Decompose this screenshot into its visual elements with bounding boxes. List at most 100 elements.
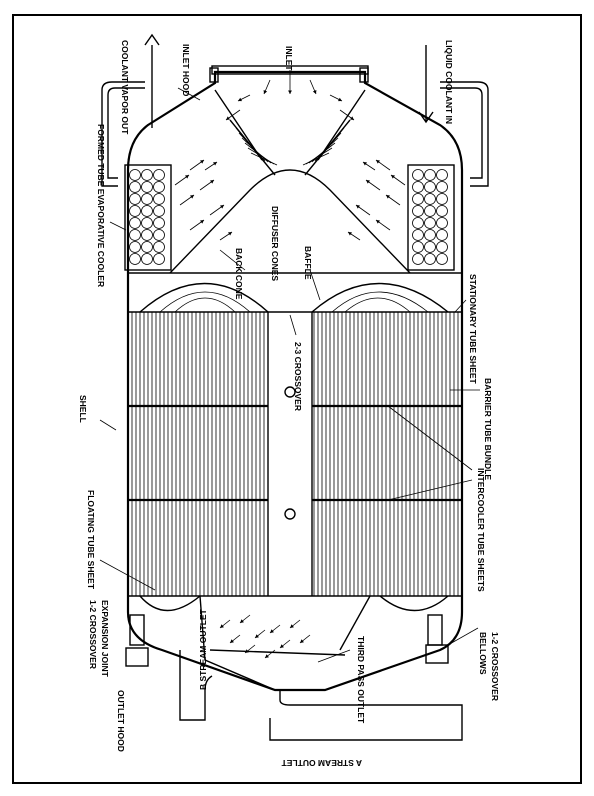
label-floating-tube-sheet: FLOATING TUBE SHEET — [86, 490, 96, 590]
svg-text:LIQUID COOLANT IN: LIQUID COOLANT IN — [444, 40, 454, 124]
cooler-tube-circle — [153, 253, 165, 265]
flow-arrow-head — [265, 654, 269, 658]
cooler-tube-circle — [141, 217, 153, 229]
flow-arrow-head — [228, 232, 232, 236]
svg-text:BACK CONE: BACK CONE — [234, 248, 244, 300]
outlet-hood — [125, 595, 463, 741]
leader-lines — [99, 87, 480, 663]
flow-arrow-head — [356, 205, 360, 209]
svg-text:1-2 CROSSOVER: 1-2 CROSSOVER — [88, 600, 98, 669]
flow-arrow-head — [226, 116, 230, 120]
flow-arrow-head — [288, 90, 292, 94]
flow-arrow-head — [366, 180, 370, 184]
cooler-tube-circle — [129, 253, 141, 265]
flow-arrow-head — [300, 639, 304, 643]
flow-arrow-head — [200, 220, 204, 224]
cooler-tube-circle — [424, 241, 436, 253]
evaporative-cooler-right — [407, 164, 455, 271]
label-liquid-coolant-in: LIQUID COOLANT IN — [444, 40, 454, 124]
svg-text:BELLOWS: BELLOWS — [478, 632, 488, 675]
cooler-tube-circle — [412, 229, 424, 241]
cooler-tube-circle — [153, 241, 165, 253]
cooler-tube-circle — [436, 193, 448, 205]
flow-arrow-head — [255, 634, 259, 638]
svg-text:FLOATING TUBE SHEET: FLOATING TUBE SHEET — [86, 490, 96, 590]
label-back-cone: BACK CONE — [234, 248, 244, 300]
cooler-tube-circle — [424, 217, 436, 229]
flow-arrow-head — [270, 629, 274, 633]
flow-arrow-head — [213, 162, 217, 166]
diffuser-hatch-line — [250, 152, 278, 166]
diffuser-hatch-line — [302, 152, 330, 166]
cooler-tube-circle — [153, 217, 165, 229]
svg-text:EXPANSION JOINT: EXPANSION JOINT — [100, 600, 110, 678]
flow-arrow-head — [386, 195, 390, 199]
label-expansion-joint: EXPANSION JOINT — [100, 600, 110, 678]
flow-arrow-head — [220, 624, 224, 628]
cooler-tube-circle — [424, 181, 436, 193]
cooler-tube-circle — [424, 229, 436, 241]
cooler-tube-circle — [141, 193, 153, 205]
cooler-tube-circle — [412, 169, 424, 181]
label-bellows: BELLOWS — [478, 632, 488, 675]
flow-arrow-head — [350, 116, 354, 120]
flow-arrow-head — [338, 97, 342, 102]
diffuser-cones — [169, 89, 411, 274]
flow-arrow-head — [220, 205, 224, 209]
label-intercooler-tube-sheets: INTERCOOLER TUBE SHEETS — [476, 468, 486, 592]
svg-text:BAFFLE: BAFFLE — [303, 246, 313, 280]
cooler-tube-circle — [436, 169, 448, 181]
flow-arrow-head — [245, 649, 249, 653]
label-barrier-tube-bundle: BARRIER TUBE BUNDLE — [483, 378, 493, 480]
svg-text:INLET: INLET — [284, 46, 294, 71]
flow-arrow-head — [376, 160, 380, 164]
cooler-tube-circle — [436, 253, 448, 265]
flow-arrow-head — [185, 175, 189, 179]
cooler-tube-circle — [141, 169, 153, 181]
flow-arrow-head — [200, 160, 204, 164]
label-stationary-tube-sheet: STATIONARY TUBE SHEET — [468, 274, 478, 385]
flow-arrow-head — [348, 232, 352, 236]
svg-text:THIRD PASS OUTLET: THIRD PASS OUTLET — [356, 636, 366, 724]
cooler-tube-circle — [129, 181, 141, 193]
evaporative-cooler-left — [124, 164, 172, 271]
cooler-tube-circle — [412, 253, 424, 265]
cooler-tube-circle — [436, 241, 448, 253]
cooler-tube-circle — [129, 193, 141, 205]
cooler-tube-circle — [153, 169, 165, 181]
cooler-tube-circle — [129, 241, 141, 253]
cooler-tube-circle — [129, 169, 141, 181]
cooler-tube-circle — [153, 229, 165, 241]
label-coolant-vapor-out: COOLANT VAPOR OUT — [120, 40, 130, 135]
svg-text:B STREAM OUTLET: B STREAM OUTLET — [198, 608, 208, 690]
flow-arrow-head — [263, 90, 268, 94]
cooler-tube-circle — [153, 193, 165, 205]
cooler-tube-circle — [424, 169, 436, 181]
label-third-pass-outlet: THIRD PASS OUTLET — [356, 636, 366, 724]
cooler-tube-circle — [153, 181, 165, 193]
label-shell: SHELL — [78, 395, 88, 423]
label-formed-tube-evaporative-cooler: FORMED TUBE EVAPORATIVE COOLER — [96, 124, 106, 287]
coolant-vapor-out-pipe — [101, 33, 160, 187]
flow-arrow-head — [190, 195, 194, 199]
flow-arrow-head — [391, 175, 395, 179]
cooler-tube-circle — [141, 253, 153, 265]
cooler-tube-circle — [436, 205, 448, 217]
flow-arrow-head — [312, 90, 317, 94]
cooler-tube-circle — [141, 205, 153, 217]
flow-arrow-head — [376, 220, 380, 224]
cooler-tube-circle — [424, 253, 436, 265]
svg-text:COOLANT VAPOR OUT: COOLANT VAPOR OUT — [120, 40, 130, 135]
cooler-tube-circle — [412, 241, 424, 253]
cooler-tube-circle — [424, 193, 436, 205]
flow-arrow-head — [210, 180, 214, 184]
svg-text:FORMED TUBE EVAPORATIVE COOLER: FORMED TUBE EVAPORATIVE COOLER — [96, 124, 106, 287]
figure-frame — [12, 14, 582, 784]
svg-text:OUTLET HOOD: OUTLET HOOD — [116, 690, 126, 752]
svg-text:STATIONARY TUBE SHEET: STATIONARY TUBE SHEET — [468, 274, 478, 385]
cooler-tube-circle — [412, 193, 424, 205]
flow-arrows — [174, 70, 406, 659]
cooler-tube-circle — [153, 205, 165, 217]
cooler-tube-circle — [412, 181, 424, 193]
